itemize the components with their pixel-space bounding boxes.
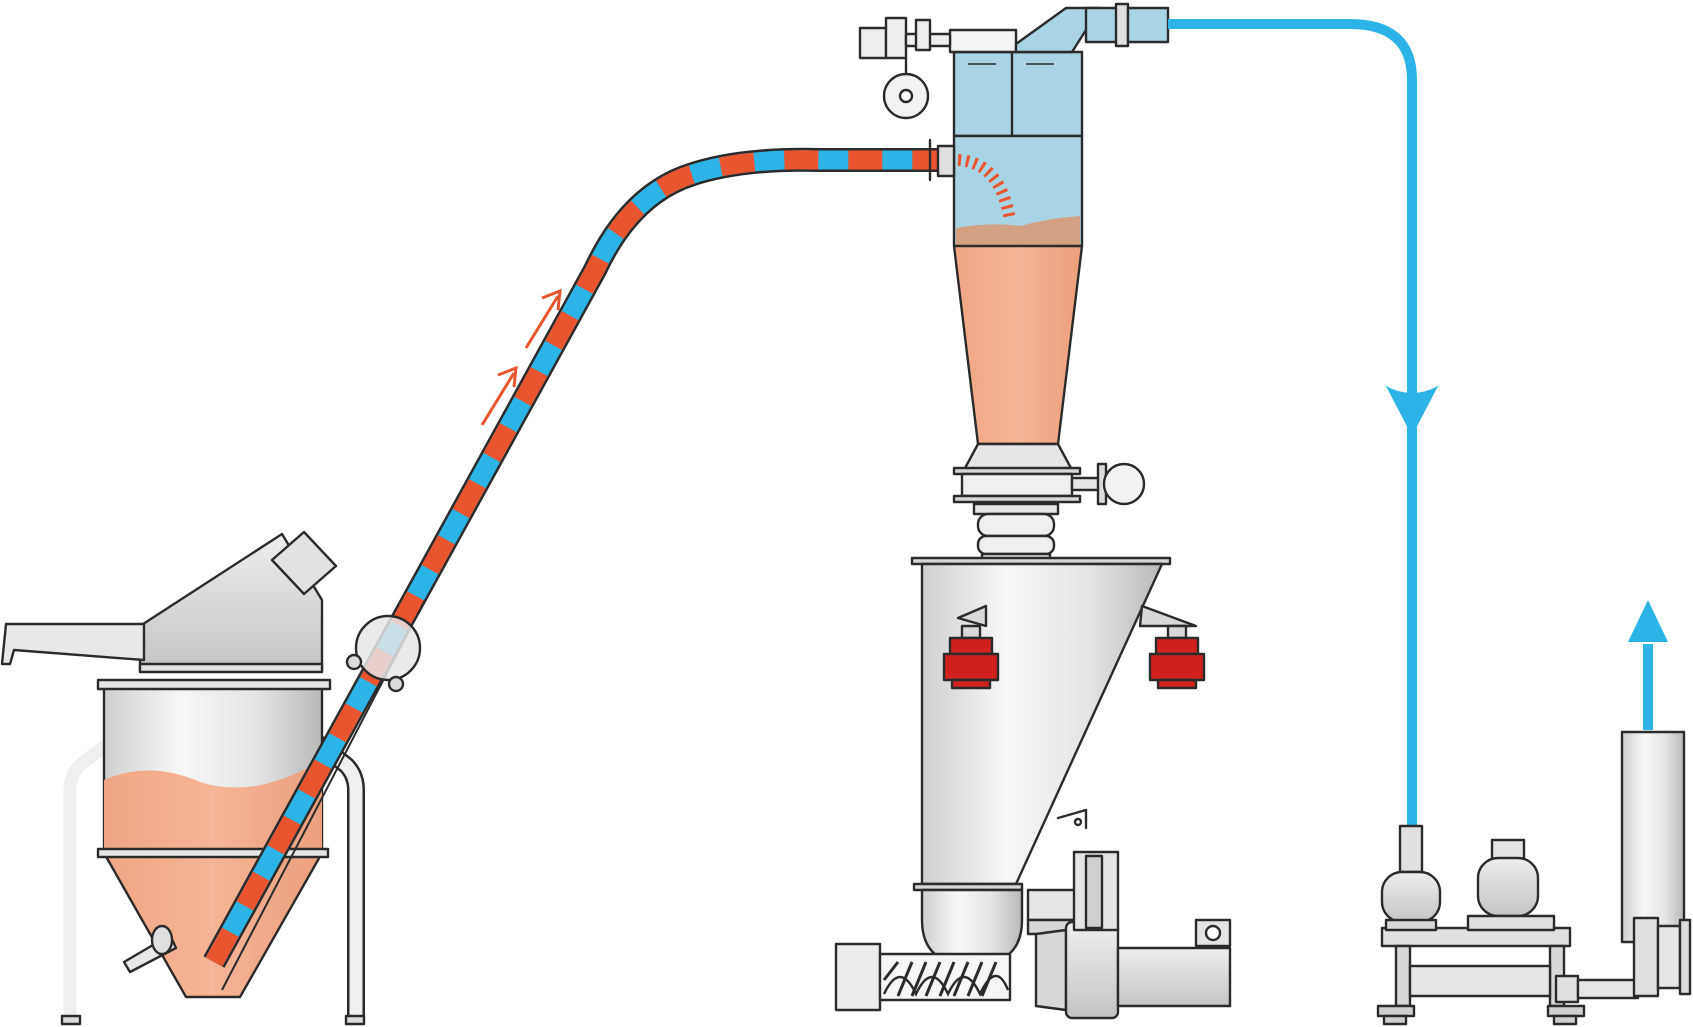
discharge-valve: [952, 442, 1146, 564]
pulse-valve: [858, 16, 952, 120]
flow-arrows: [480, 288, 562, 426]
vacuum-line: [1168, 19, 1440, 828]
conveying-line: [203, 147, 955, 991]
vacuum-receiver: [858, 2, 1170, 446]
silencer-exhaust: [1620, 600, 1692, 998]
vacuum-pump: [1376, 824, 1640, 1026]
vibrators: [942, 604, 1206, 690]
vibrator-icon: [942, 604, 1000, 690]
arrow-up-right-icon: [480, 365, 518, 426]
arrow-up-right-icon: [524, 288, 562, 349]
arrow-down-icon: [1384, 384, 1440, 436]
screw-feeder: [834, 850, 1232, 1020]
vibrator-icon: [1148, 624, 1206, 690]
lance-valve: [345, 614, 422, 693]
arrow-up-icon: [1628, 600, 1668, 642]
